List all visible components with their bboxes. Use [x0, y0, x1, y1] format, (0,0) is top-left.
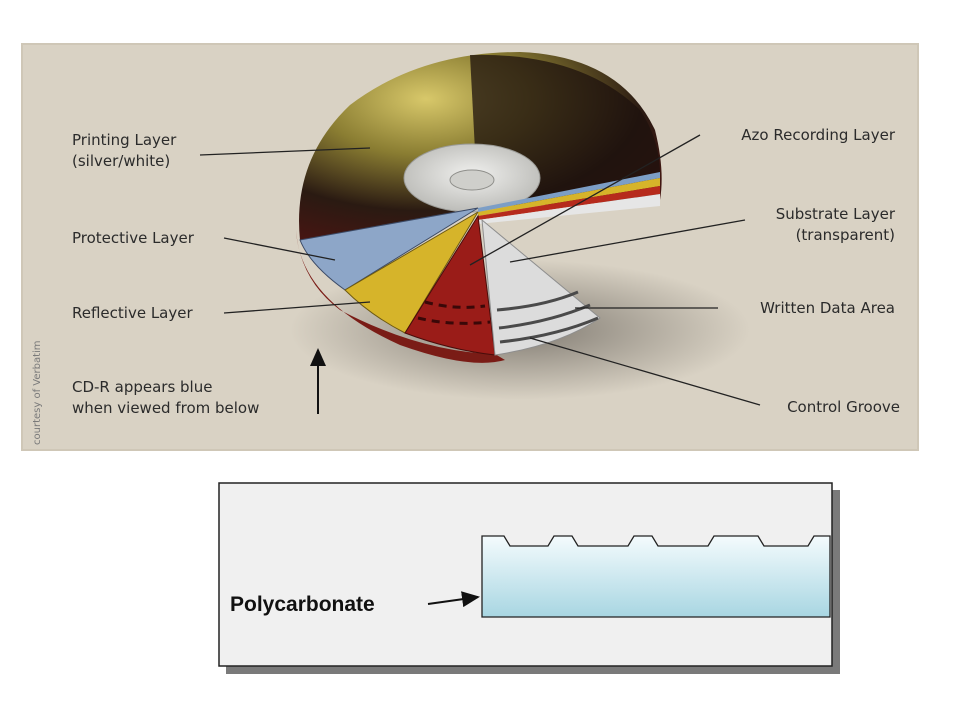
layer-stripes — [478, 172, 660, 212]
label-protective-layer: Protective Layer — [72, 229, 195, 247]
label-azo-recording-layer: Azo Recording Layer — [741, 126, 896, 144]
disc-center-hole — [449, 169, 495, 191]
protective-layer-wedge — [299, 207, 479, 291]
label-reflective-layer: Reflective Layer — [72, 304, 193, 322]
label-substrate-layer-sub: (transparent) — [796, 226, 895, 244]
label-written-data-area: Written Data Area — [760, 299, 895, 317]
label-control-groove: Control Groove — [787, 398, 900, 416]
reflective-layer-wedge — [344, 211, 479, 334]
substrate-layer-wedge — [481, 218, 601, 356]
cross-section-panel: Polycarbonate — [218, 482, 840, 674]
label-cdr-note-line1: CD-R appears blue — [72, 378, 212, 396]
written-data-marks — [417, 300, 491, 325]
polycarbonate-arrow — [427, 591, 480, 608]
azo-recording-layer-wedge — [404, 214, 496, 356]
label-substrate-layer: Substrate Layer — [776, 205, 896, 223]
cd-r-panel: Printing Layer (silver/white) Protective… — [21, 43, 919, 451]
credit-text: courtesy of Verbatim — [32, 340, 43, 445]
leader-lines — [199, 134, 761, 406]
label-cdr-note-line2: when viewed from below — [72, 399, 259, 417]
label-printing-layer: Printing Layer — [72, 131, 177, 149]
label-printing-layer-sub: (silver/white) — [72, 152, 170, 170]
label-polycarbonate: Polycarbonate — [230, 593, 375, 616]
polycarbonate-substrate — [481, 535, 831, 618]
